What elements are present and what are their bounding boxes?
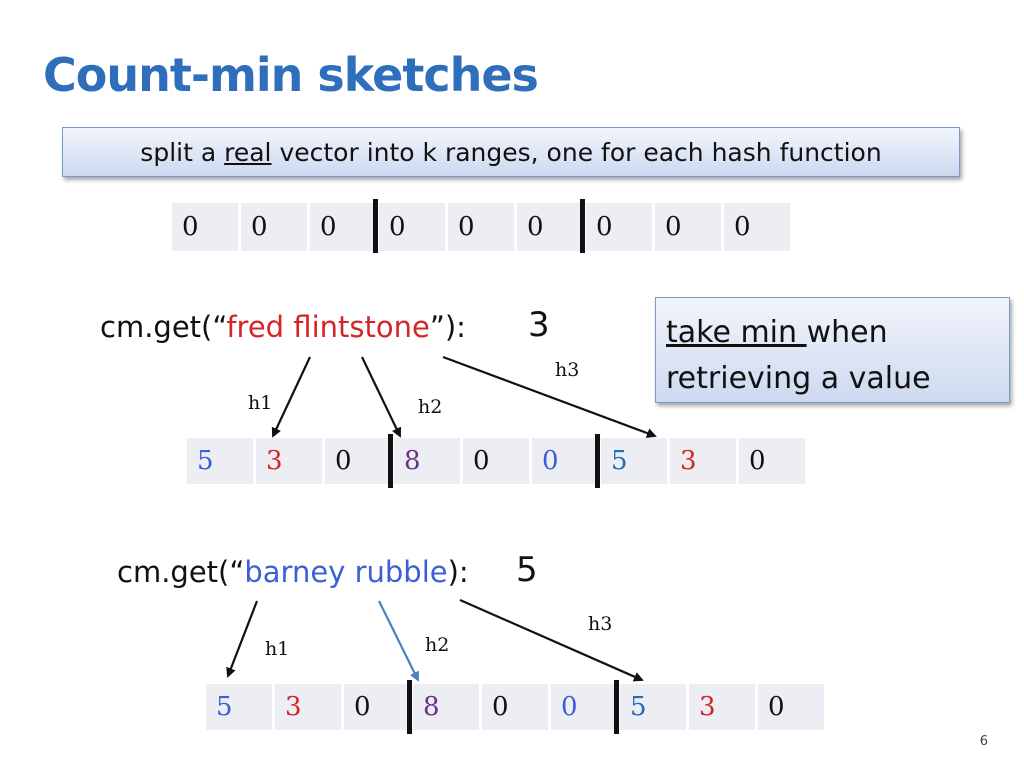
query-prefix: cm.get(“ — [100, 310, 227, 344]
query-fred: cm.get(“fred flintstone”): — [100, 310, 466, 344]
vector-cell: 0 — [448, 203, 514, 251]
vector-cell: 0 — [517, 203, 583, 251]
sketch-cell: 8 — [388, 434, 460, 488]
vector-cell: 0 — [373, 199, 445, 253]
hash-label-h3: h3 — [588, 613, 613, 635]
sketch-cell: 3 — [275, 684, 341, 730]
vector-cell: 0 — [241, 203, 307, 251]
banner-text-pre: split a — [140, 137, 225, 167]
arrow-h1-fred — [271, 356, 311, 438]
sketch-cell: 0 — [532, 438, 598, 484]
banner-text-underlined: real — [224, 137, 272, 167]
hash-label-h1: h1 — [265, 638, 290, 660]
vector-cell: 0 — [172, 203, 238, 251]
query-key: fred flintstone — [226, 310, 430, 344]
note-underlined: take min — [666, 315, 807, 350]
banner: split a real vector into k ranges, one f… — [62, 127, 960, 177]
sketch-cell: 5 — [206, 684, 272, 730]
hash-label-h2: h2 — [425, 634, 450, 656]
sketch-cell: 3 — [689, 684, 755, 730]
arrow-h2-barney — [378, 600, 419, 682]
query-suffix: ): — [447, 555, 469, 589]
vector-cell: 0 — [724, 203, 790, 251]
sketch-cell: 0 — [482, 684, 548, 730]
query-suffix: ”): — [429, 310, 466, 344]
page-number: 6 — [979, 734, 988, 749]
sketch-vector-barney: 5 3 0 8 0 0 5 3 0 — [206, 680, 824, 734]
note-line-2: retrieving a value — [666, 361, 931, 396]
slide-title: Count-min sketches — [43, 48, 539, 102]
vector-cell: 0 — [655, 203, 721, 251]
banner-text-post: vector into k ranges, one for each hash … — [271, 137, 882, 167]
sketch-cell: 3 — [256, 438, 322, 484]
arrow-h2-fred — [361, 356, 402, 438]
take-min-note: take min when retrieving a value — [655, 297, 1010, 403]
sketch-cell: 0 — [325, 438, 391, 484]
sketch-cell: 0 — [758, 684, 824, 730]
initial-vector: 0 0 0 0 0 0 0 0 0 — [172, 199, 790, 253]
note-rest: when — [806, 315, 888, 350]
sketch-cell: 0 — [551, 684, 617, 730]
query-fred-result: 3 — [528, 305, 550, 345]
arrow-h3-fred — [442, 355, 657, 438]
sketch-vector-fred: 5 3 0 8 0 0 5 3 0 — [187, 434, 805, 488]
sketch-cell: 0 — [344, 684, 410, 730]
query-key: barney rubble — [244, 555, 448, 589]
arrow-h3-barney — [459, 598, 644, 682]
hash-label-h3: h3 — [555, 359, 580, 381]
sketch-cell: 5 — [614, 680, 686, 734]
sketch-cell: 8 — [407, 680, 479, 734]
sketch-cell: 5 — [187, 438, 253, 484]
query-prefix: cm.get(“ — [117, 555, 245, 589]
vector-cell: 0 — [580, 199, 652, 253]
vector-cell: 0 — [310, 203, 376, 251]
note-line-1: take min when — [666, 310, 1009, 356]
query-barney-result: 5 — [516, 550, 538, 590]
hash-label-h2: h2 — [418, 396, 443, 418]
hash-label-h1: h1 — [248, 392, 273, 414]
arrow-h1-barney — [226, 600, 259, 678]
sketch-cell: 3 — [670, 438, 736, 484]
sketch-cell: 0 — [739, 438, 805, 484]
query-barney: cm.get(“barney rubble): — [117, 555, 469, 589]
sketch-cell: 5 — [595, 434, 667, 488]
sketch-cell: 0 — [463, 438, 529, 484]
